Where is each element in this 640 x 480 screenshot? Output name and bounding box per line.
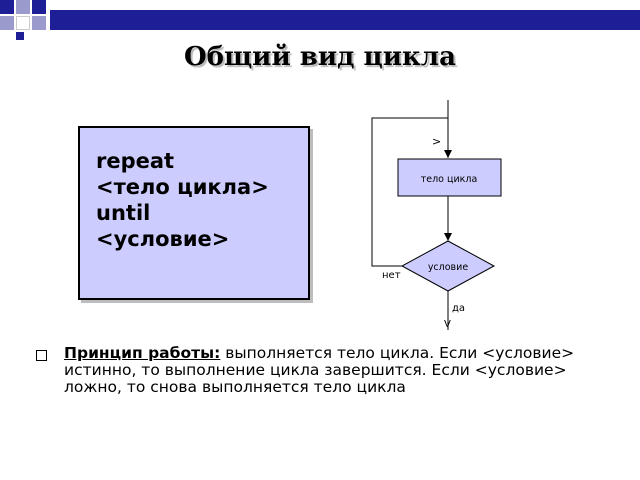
code-line-condition: <условие> — [96, 227, 230, 251]
corner-decoration — [0, 0, 640, 40]
code-line-repeat: repeat — [96, 149, 175, 173]
yes-label: да — [452, 303, 465, 314]
deco-square — [16, 16, 30, 30]
description-body: выполняется тело цикла. Если <условие> и… — [64, 344, 575, 396]
description-lead: Принцип работы: — [64, 344, 221, 362]
code-line-until: until — [96, 201, 151, 225]
flow-arrow-condition — [444, 233, 452, 241]
code-line-body: <тело цикла> — [96, 175, 269, 199]
loop-body-box — [397, 158, 502, 197]
flow-arrow-entry — [444, 150, 452, 158]
flow-line-loop-back — [371, 117, 448, 267]
code-box: repeat <тело цикла> until <условие> — [78, 126, 310, 300]
deco-square — [16, 32, 24, 40]
no-label: нет — [382, 270, 401, 281]
description: Принцип работы: выполняется тело цикла. … — [36, 345, 616, 396]
entry-mark: > — [432, 135, 441, 148]
header-bar — [50, 10, 640, 30]
deco-square — [32, 0, 46, 14]
condition-label: условие — [428, 262, 469, 273]
deco-square — [16, 0, 30, 14]
deco-square — [32, 16, 46, 30]
loop-body-label: тело цикла — [421, 174, 478, 185]
page-title: Общий вид цикла — [184, 42, 456, 72]
description-text: Принцип работы: выполняется тело цикла. … — [36, 345, 616, 396]
bullet-square-icon — [36, 350, 47, 361]
deco-square — [0, 0, 14, 14]
exit-mark: V — [444, 319, 451, 330]
deco-square — [0, 16, 14, 30]
